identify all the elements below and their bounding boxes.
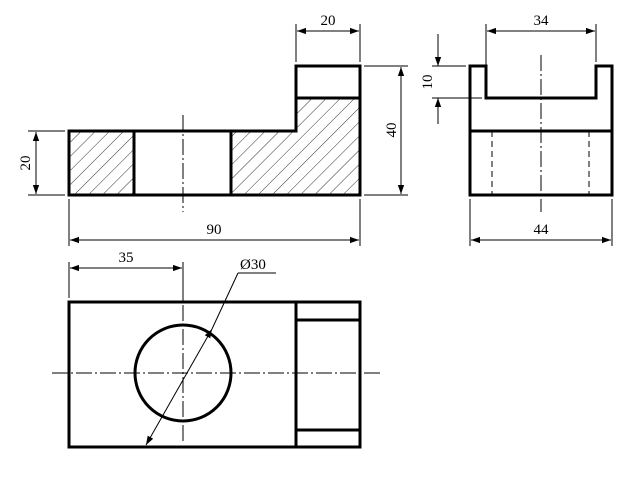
front-right-hatch-clear bbox=[231, 98, 296, 130]
dim-front-total-height-label: 40 bbox=[384, 123, 400, 138]
side-view bbox=[468, 55, 614, 212]
dim-side-total-width-label: 44 bbox=[534, 222, 550, 238]
front-left-hatch bbox=[69, 131, 134, 195]
dim-front-total-length-label: 90 bbox=[207, 222, 222, 238]
front-view bbox=[67, 64, 362, 212]
dim-top-hole-diameter-label: Ø30 bbox=[240, 257, 266, 273]
dim-side-slot-depth: 10 bbox=[420, 34, 482, 124]
dim-front-total-height: 40 bbox=[364, 65, 408, 196]
dim-side-slot-width: 34 bbox=[485, 13, 597, 94]
dim-side-total-width: 44 bbox=[469, 199, 613, 246]
dim-front-left-height-label: 20 bbox=[18, 156, 34, 171]
top-outline bbox=[67, 300, 362, 449]
top-view bbox=[52, 300, 380, 449]
dim-front-top-width-label: 20 bbox=[321, 13, 336, 29]
dim-side-slot-depth-label: 10 bbox=[420, 75, 436, 90]
dim-top-hole-diameter: Ø30 bbox=[145, 257, 276, 446]
dim-side-slot-width-label: 34 bbox=[534, 13, 550, 29]
dim-front-total-length: 90 bbox=[68, 199, 361, 246]
dim-top-hole-offset-label: 35 bbox=[119, 250, 134, 266]
dim-front-left-height: 20 bbox=[18, 130, 65, 196]
dim-front-top-width: 20 bbox=[295, 13, 361, 62]
dim-top-hole-offset: 35 bbox=[68, 250, 184, 303]
